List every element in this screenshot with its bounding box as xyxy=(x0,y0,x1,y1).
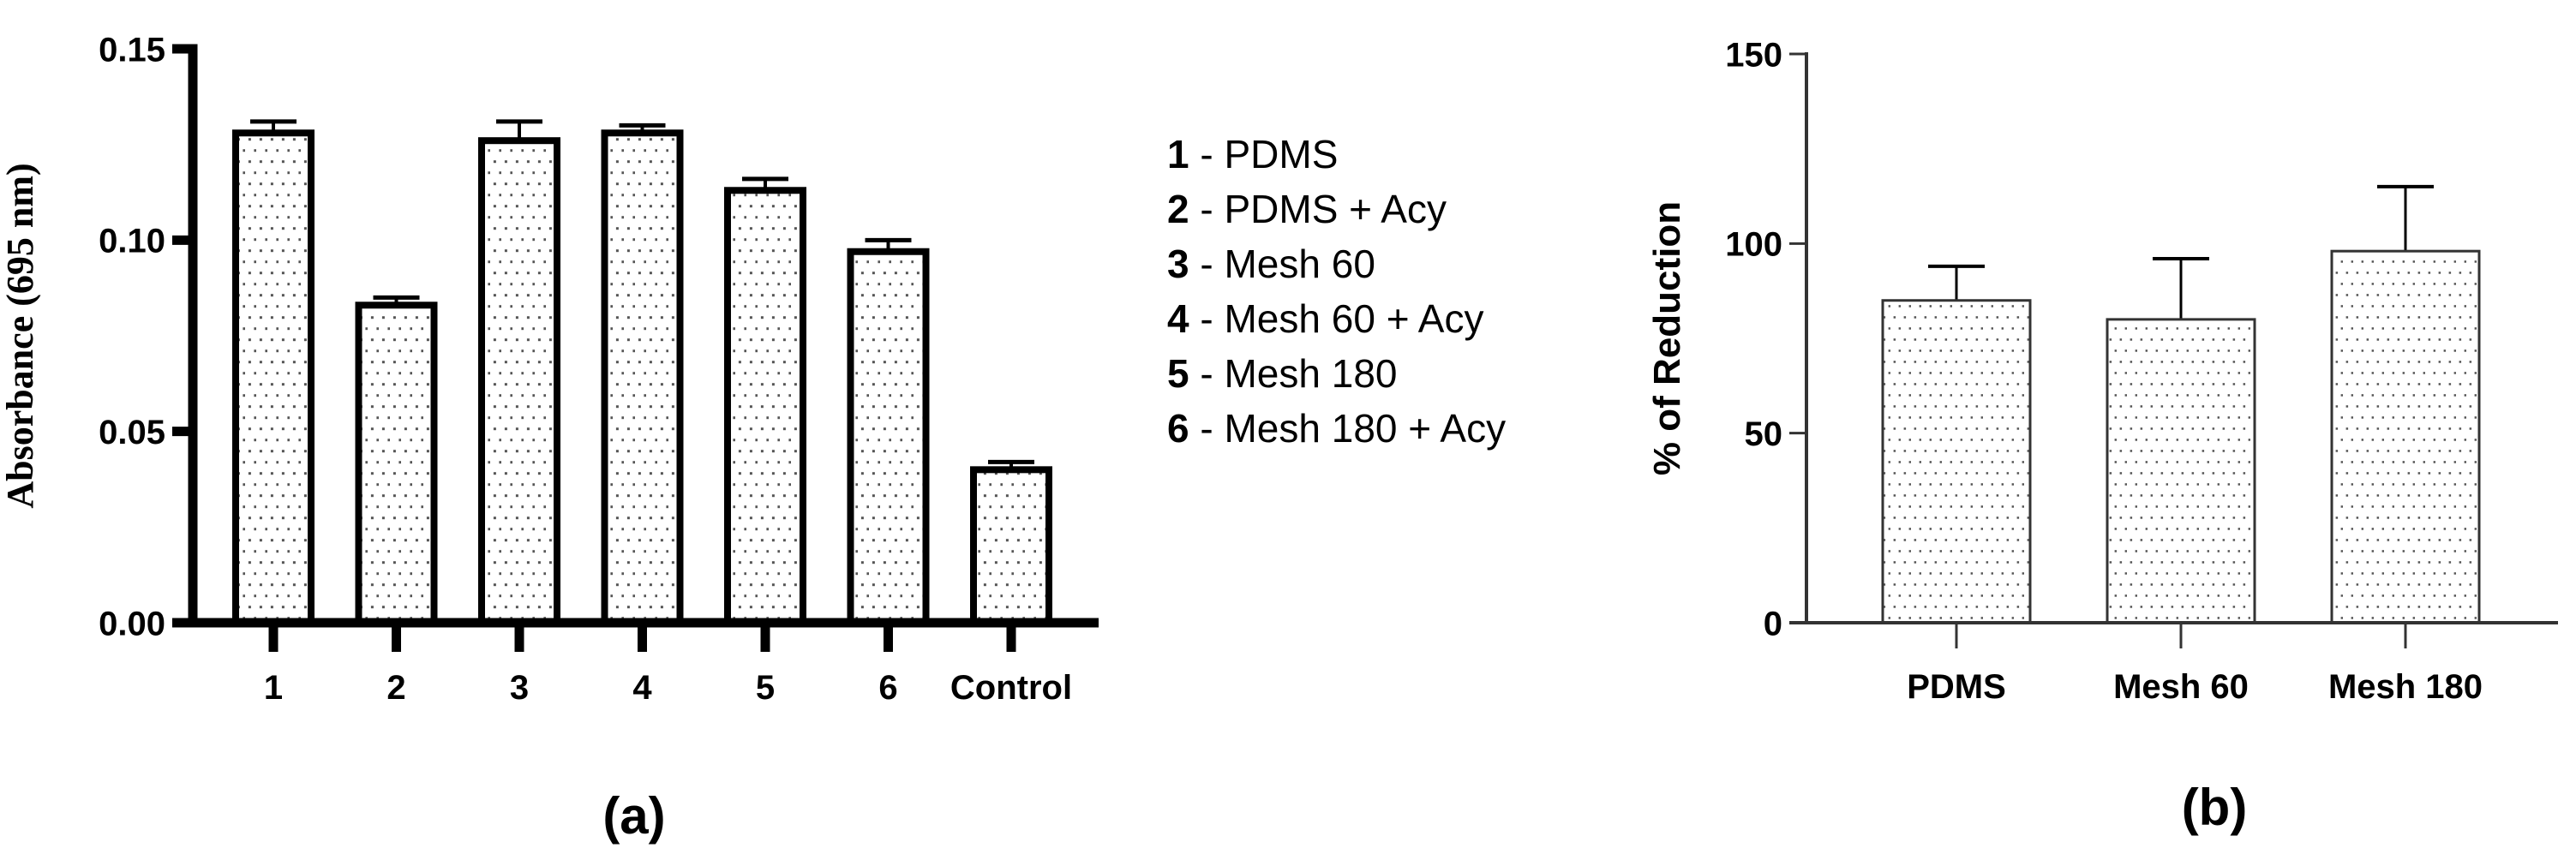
legend-number: 1 xyxy=(1167,132,1189,176)
bar xyxy=(355,302,438,626)
legend-label: Mesh 60 + Acy xyxy=(1224,296,1484,341)
panel-label-b: (b) xyxy=(2181,779,2248,836)
x-tick-label: 6 xyxy=(878,669,897,707)
legend-item: 5 - Mesh 180 xyxy=(1167,346,1506,401)
y-tick-label: 0.00 xyxy=(99,605,165,642)
legend-separator: - xyxy=(1189,187,1225,231)
bar xyxy=(478,137,560,626)
panel-label-a: (a) xyxy=(602,787,666,845)
bar-group: Control xyxy=(950,459,1072,707)
bar xyxy=(232,129,315,626)
bar xyxy=(601,129,684,626)
y-tick-label: 100 xyxy=(1725,226,1782,264)
legend-a: 1 - PDMS 2 - PDMS + Acy 3 - Mesh 60 4 - … xyxy=(1167,127,1506,456)
y-tick-label: 0.15 xyxy=(99,31,165,69)
bar xyxy=(724,187,806,626)
legend-number: 6 xyxy=(1167,406,1189,451)
legend-label: PDMS + Acy xyxy=(1224,187,1447,231)
x-tick-label: 4 xyxy=(632,669,652,707)
legend-separator: - xyxy=(1189,406,1225,451)
legend-item: 6 - Mesh 180 + Acy xyxy=(1167,401,1506,456)
legend-separator: - xyxy=(1189,132,1225,176)
legend-item: 2 - PDMS + Acy xyxy=(1167,182,1506,236)
bar xyxy=(2106,318,2256,624)
legend-label: PDMS xyxy=(1224,132,1339,176)
x-tick-label: Mesh 180 xyxy=(2328,668,2483,706)
x-tick-label: 5 xyxy=(756,669,775,707)
legend-number: 3 xyxy=(1167,242,1189,286)
legend-label: Mesh 60 xyxy=(1224,242,1375,286)
legend-item: 1 - PDMS xyxy=(1167,127,1506,182)
bar xyxy=(970,466,1052,626)
chart-a-absorbance: Absorbance (695 nm) 1 2 3 4 5 6 Control 0.00 0.05… xyxy=(0,31,1099,707)
bar-group: PDMS xyxy=(1881,264,2032,706)
legend-separator: - xyxy=(1189,242,1225,286)
bar-group: 6 xyxy=(847,237,930,707)
y-tick-label: 50 xyxy=(1745,415,1783,453)
legend-item: 4 - Mesh 60 + Acy xyxy=(1167,291,1506,346)
bar xyxy=(847,248,930,626)
bar-group: 2 xyxy=(355,295,438,707)
x-tick-label: 3 xyxy=(510,669,529,707)
legend-separator: - xyxy=(1189,351,1225,396)
x-tick-label: 2 xyxy=(386,669,405,707)
bar-group: 5 xyxy=(724,176,806,707)
bar xyxy=(2330,249,2481,624)
legend-number: 2 xyxy=(1167,187,1189,231)
y-tick-label: 0.05 xyxy=(99,414,165,451)
bar-group: Mesh 180 xyxy=(2328,184,2483,706)
x-tick-label: Control xyxy=(950,669,1072,707)
bar-group: Mesh 60 xyxy=(2106,257,2256,706)
legend-number: 4 xyxy=(1167,296,1189,341)
bar xyxy=(1881,299,2032,624)
x-tick-label: Mesh 60 xyxy=(2113,668,2249,706)
x-tick-label: PDMS xyxy=(1907,668,2006,706)
legend-item: 3 - Mesh 60 xyxy=(1167,236,1506,291)
y-axis-title: % of Reduction xyxy=(1646,201,1688,475)
y-tick-label: 0.10 xyxy=(99,223,165,260)
bar-group: 1 xyxy=(232,119,315,707)
legend-label: Mesh 180 + Acy xyxy=(1224,406,1507,451)
y-tick-label: 0 xyxy=(1764,605,1782,642)
bar-group: 4 xyxy=(601,122,684,707)
x-tick-label: 1 xyxy=(264,669,283,707)
legend-separator: - xyxy=(1189,296,1225,341)
legend-number: 5 xyxy=(1167,351,1189,396)
y-axis-title: Absorbance (695 nm) xyxy=(0,163,41,508)
y-tick-label: 150 xyxy=(1725,36,1782,74)
legend-label: Mesh 180 xyxy=(1224,351,1398,396)
